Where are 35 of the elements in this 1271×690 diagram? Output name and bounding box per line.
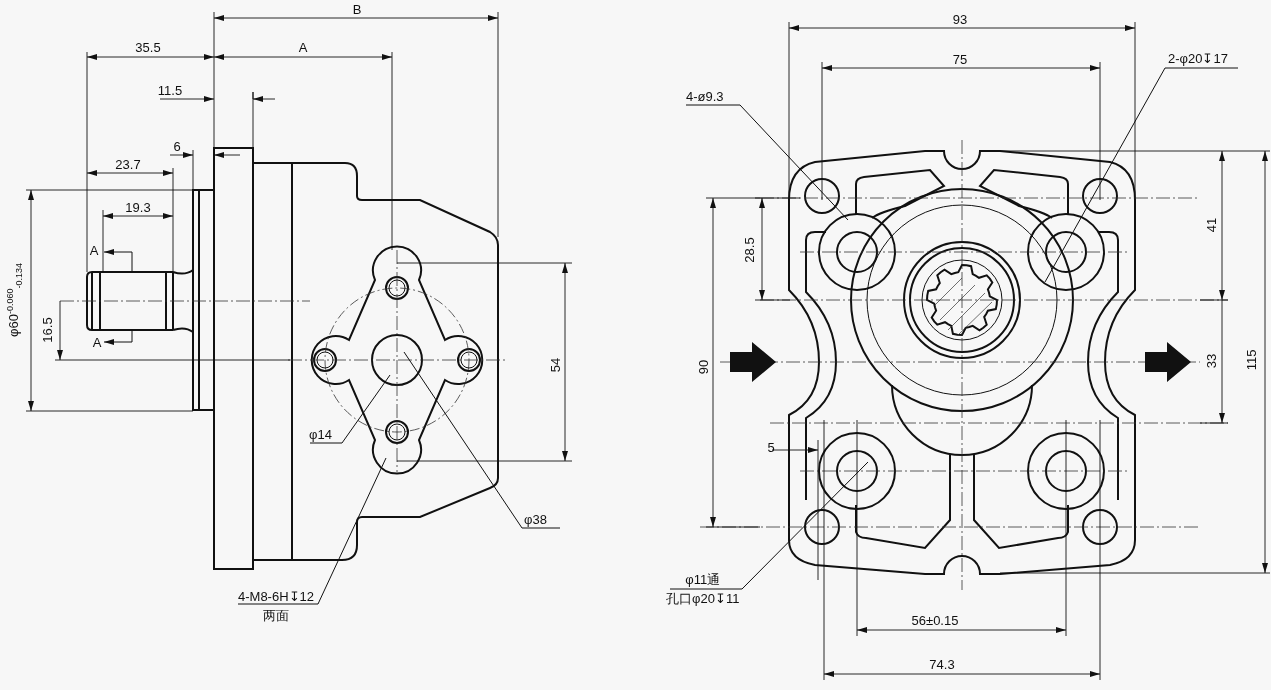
leader-line: [237, 457, 387, 605]
dimension-label: 28.5: [743, 237, 757, 263]
callout-label: φ38: [524, 512, 547, 527]
dimension-label: 23.7: [115, 158, 141, 172]
section-label: B: [352, 3, 362, 17]
leader-line: [685, 104, 849, 221]
leader-line: [403, 351, 561, 529]
leader-line: [669, 461, 869, 590]
dimension-label: 115: [1245, 349, 1259, 371]
leader-line: [1044, 67, 1239, 283]
callout-label: φ14: [309, 427, 332, 442]
callout-label: 孔口φ20↧11: [666, 591, 740, 606]
dimension-label: 35.5: [135, 41, 161, 55]
dimension-label: 56±0.15: [911, 614, 959, 628]
dimension-label: 90: [697, 359, 711, 375]
callout-label: 4-ø9.3: [686, 89, 724, 104]
dimension-label: 19.3: [125, 201, 151, 215]
dimension-label: 54: [549, 357, 563, 373]
section-label: A: [298, 41, 308, 55]
callout-label: 2-φ20↧17: [1168, 51, 1228, 66]
callout-label: 两面: [262, 608, 290, 623]
dimension-label: 5: [767, 441, 775, 455]
dimension-label: 41: [1205, 217, 1219, 233]
dimension-label: 74.3: [929, 658, 955, 672]
dimension-label: 6: [173, 140, 181, 154]
callout-label: φ11通: [684, 572, 722, 587]
section-label: A: [89, 244, 99, 258]
dimension-label: 11.5: [157, 84, 183, 98]
dimension-label: 33: [1205, 353, 1219, 369]
dimension-label: 93: [952, 13, 968, 27]
dimension-label: 16.5: [41, 317, 55, 343]
callout-label: 4-M8-6H↧12: [238, 589, 315, 604]
section-label: A: [92, 336, 102, 350]
leader-line: [309, 374, 391, 444]
dimension-label: 75: [952, 53, 968, 67]
